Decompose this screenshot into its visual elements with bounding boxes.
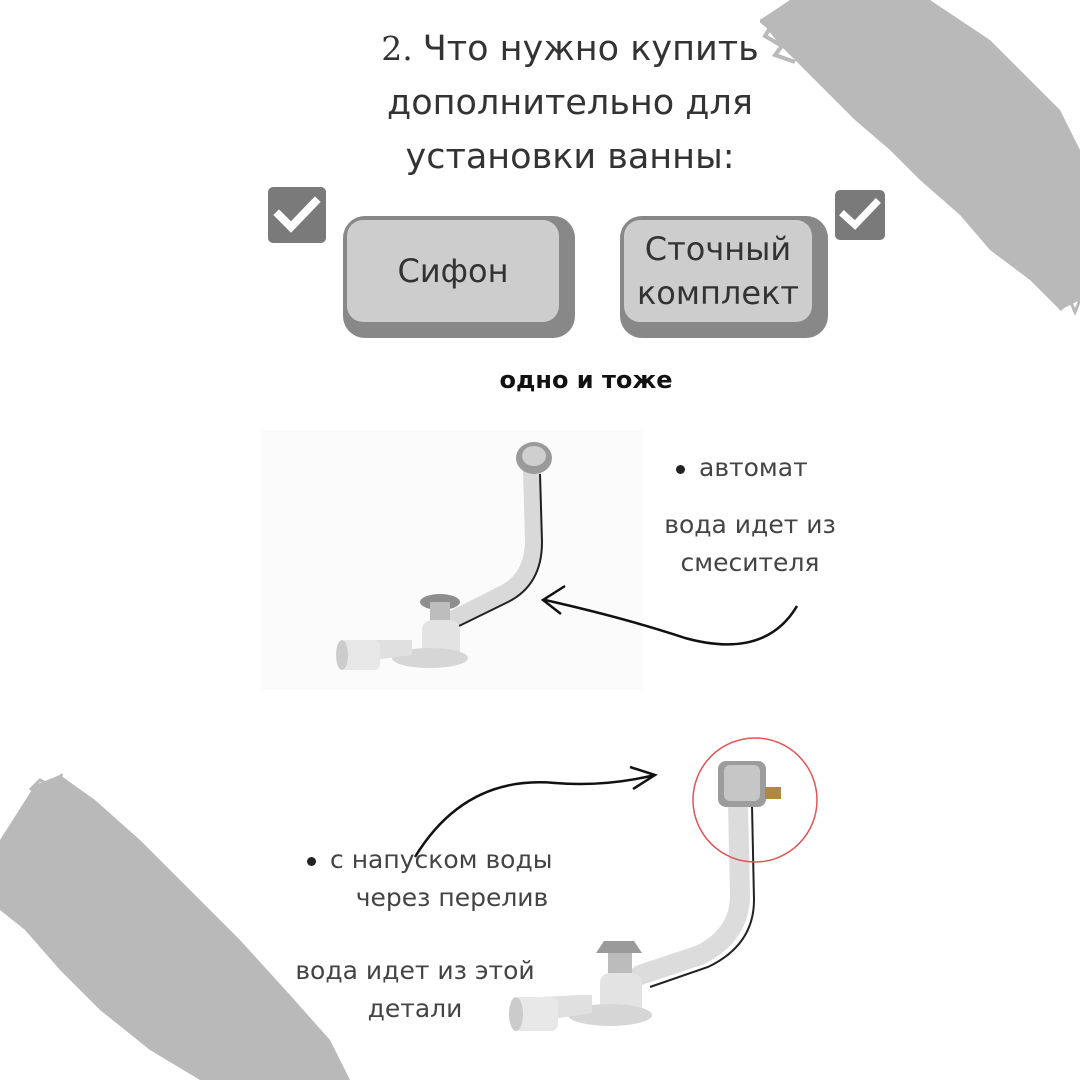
option-drain-kit-face: Сточный комплект <box>624 220 812 322</box>
title-line-1: Что нужно купить <box>422 29 759 69</box>
fill-description-line-2: детали <box>367 994 463 1023</box>
fill-bullet-line-2: через перелив <box>355 883 549 912</box>
bullet-dot <box>676 464 685 474</box>
option-drain-kit-label-line-2: комплект <box>636 274 800 312</box>
checkmark-icon <box>273 196 321 233</box>
option-drain-kit-label-line-1: Сточный <box>644 230 792 268</box>
option-siphon-face: Сифон <box>347 220 559 322</box>
arrow-icon <box>413 765 658 858</box>
auto-bullet-label: автомат <box>699 453 808 482</box>
fill-description-line-1: вода идет из этой <box>295 956 535 985</box>
option-siphon-button[interactable]: Сифон <box>343 216 575 338</box>
automatic-drain-photo <box>262 430 642 690</box>
same-thing-note: одно и тоже <box>499 366 673 394</box>
checkbox-siphon[interactable] <box>268 187 326 243</box>
option-drain-kit-button[interactable]: Сточный комплект <box>620 216 828 338</box>
fill-description: вода идет из этой детали <box>290 952 540 1028</box>
option-siphon-label: Сифон <box>397 252 509 290</box>
overflow-filler-drain-photo <box>509 737 818 1031</box>
auto-bullet: автомат <box>676 449 808 487</box>
checkmark-icon <box>839 198 881 230</box>
brush-stroke-top-right <box>760 0 1080 316</box>
arrow-icon <box>540 584 799 646</box>
auto-description-line-2: смесителя <box>680 548 820 577</box>
auto-description-line-1: вода идет из <box>664 510 836 539</box>
title-line-2: дополнительно для <box>387 83 753 123</box>
fill-bullet-line-1: с напуском воды <box>330 845 553 874</box>
step-number: 2. <box>381 29 413 68</box>
fill-bullet: с напуском воды через перелив <box>307 841 577 917</box>
page-title: 2.Что нужно купить дополнительно для уст… <box>340 22 800 184</box>
bullet-dot <box>307 856 316 866</box>
brush-stroke-bottom-left <box>0 773 350 1080</box>
title-line-3: установки ванны: <box>405 137 735 177</box>
checkbox-drain-kit[interactable] <box>835 190 885 240</box>
auto-description: вода идет из смесителя <box>640 506 860 582</box>
